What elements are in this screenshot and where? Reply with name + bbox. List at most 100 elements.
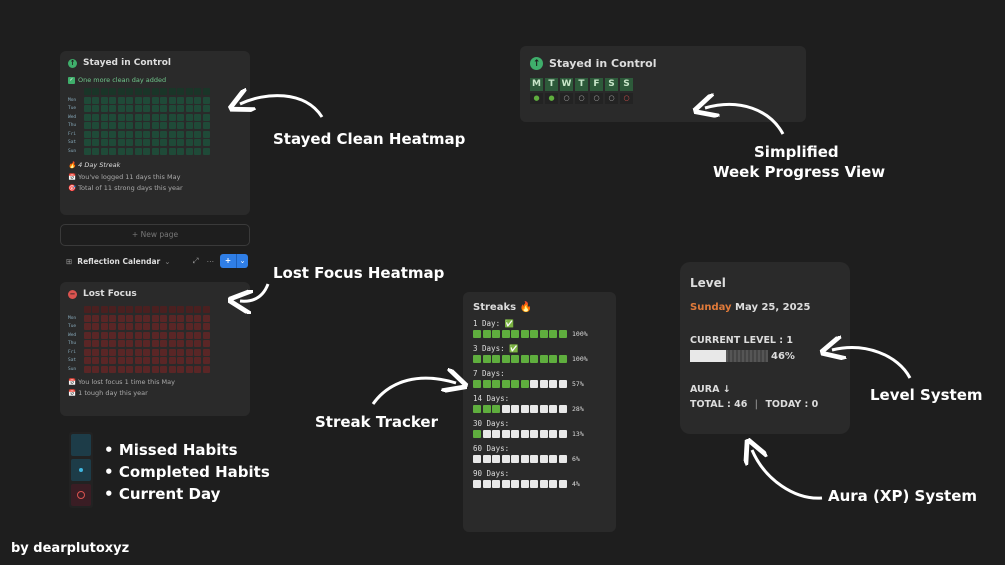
grid-cell[interactable] xyxy=(168,357,176,364)
grid-cell[interactable] xyxy=(185,357,193,364)
grid-cell[interactable] xyxy=(168,113,176,121)
grid-cell[interactable] xyxy=(126,122,133,129)
grid-cell[interactable] xyxy=(134,314,142,322)
grid-cell[interactable] xyxy=(202,147,210,155)
grid-cell[interactable] xyxy=(134,130,142,138)
grid-cell[interactable] xyxy=(109,113,116,121)
new-page-button[interactable]: + New page xyxy=(60,224,250,246)
grid-cell[interactable] xyxy=(117,105,125,112)
grid-cell[interactable] xyxy=(100,113,108,121)
grid-cell[interactable] xyxy=(177,147,184,155)
grid-cell[interactable] xyxy=(151,130,159,138)
grid-cell[interactable] xyxy=(160,130,167,138)
grid-cell[interactable] xyxy=(92,130,99,138)
grid-cell[interactable] xyxy=(100,365,108,373)
grid-cell[interactable] xyxy=(117,365,125,373)
grid-cell[interactable] xyxy=(168,105,176,112)
grid-cell[interactable] xyxy=(100,314,108,322)
grid-cell[interactable] xyxy=(194,147,201,155)
grid-cell[interactable] xyxy=(92,113,99,121)
grid-cell[interactable] xyxy=(177,340,184,347)
grid-cell[interactable] xyxy=(100,147,108,155)
grid-cell[interactable] xyxy=(83,365,91,373)
grid-cell[interactable] xyxy=(177,348,184,356)
grid-cell[interactable] xyxy=(92,348,99,356)
grid-cell[interactable] xyxy=(92,365,99,373)
grid-cell[interactable] xyxy=(185,323,193,330)
grid-cell[interactable] xyxy=(160,122,167,129)
grid-cell[interactable] xyxy=(117,122,125,129)
grid-cell[interactable] xyxy=(202,130,210,138)
grid-cell[interactable] xyxy=(177,105,184,112)
grid-cell[interactable] xyxy=(100,348,108,356)
grid-cell[interactable] xyxy=(194,323,201,330)
grid-cell[interactable] xyxy=(143,340,150,347)
grid-cell[interactable] xyxy=(194,314,201,322)
grid-cell[interactable] xyxy=(143,122,150,129)
grid-cell[interactable] xyxy=(143,314,150,322)
grid-cell[interactable] xyxy=(117,96,125,104)
grid-cell[interactable] xyxy=(126,139,133,146)
grid-cell[interactable] xyxy=(92,139,99,146)
grid-cell[interactable] xyxy=(185,139,193,146)
grid-cell[interactable] xyxy=(117,139,125,146)
grid-cell[interactable] xyxy=(202,340,210,347)
grid-cell[interactable] xyxy=(160,348,167,356)
grid-cell[interactable] xyxy=(109,122,116,129)
grid-cell[interactable] xyxy=(160,365,167,373)
grid-cell[interactable] xyxy=(100,340,108,347)
grid-cell[interactable] xyxy=(185,348,193,356)
grid-cell[interactable] xyxy=(83,357,91,364)
grid-cell[interactable] xyxy=(126,147,133,155)
grid-cell[interactable] xyxy=(177,113,184,121)
grid-cell[interactable] xyxy=(151,348,159,356)
grid-cell[interactable] xyxy=(83,113,91,121)
grid-cell[interactable] xyxy=(143,331,150,339)
grid-cell[interactable] xyxy=(109,96,116,104)
grid-cell[interactable] xyxy=(202,323,210,330)
grid-cell[interactable] xyxy=(134,147,142,155)
grid-cell[interactable] xyxy=(202,122,210,129)
grid-cell[interactable] xyxy=(109,314,116,322)
grid-cell[interactable] xyxy=(151,147,159,155)
grid-cell[interactable] xyxy=(151,331,159,339)
grid-cell[interactable] xyxy=(143,113,150,121)
grid-cell[interactable] xyxy=(83,331,91,339)
grid-cell[interactable] xyxy=(143,323,150,330)
grid-cell[interactable] xyxy=(202,365,210,373)
grid-cell[interactable] xyxy=(194,122,201,129)
grid-cell[interactable] xyxy=(92,122,99,129)
grid-cell[interactable] xyxy=(126,130,133,138)
grid-cell[interactable] xyxy=(177,323,184,330)
grid-cell[interactable] xyxy=(100,323,108,330)
grid-cell[interactable] xyxy=(92,331,99,339)
grid-cell[interactable] xyxy=(100,105,108,112)
grid-cell[interactable] xyxy=(194,365,201,373)
grid-cell[interactable] xyxy=(92,147,99,155)
grid-cell[interactable] xyxy=(151,122,159,129)
grid-cell[interactable] xyxy=(109,105,116,112)
grid-cell[interactable] xyxy=(202,105,210,112)
grid-cell[interactable] xyxy=(194,331,201,339)
grid-cell[interactable] xyxy=(100,331,108,339)
grid-cell[interactable] xyxy=(83,314,91,322)
grid-cell[interactable] xyxy=(126,323,133,330)
grid-cell[interactable] xyxy=(92,314,99,322)
grid-cell[interactable] xyxy=(185,105,193,112)
grid-cell[interactable] xyxy=(83,348,91,356)
more-icon[interactable]: ⋯ xyxy=(206,256,215,266)
grid-cell[interactable] xyxy=(185,96,193,104)
grid-cell[interactable] xyxy=(100,122,108,129)
grid-cell[interactable] xyxy=(202,331,210,339)
grid-cell[interactable] xyxy=(151,139,159,146)
grid-cell[interactable] xyxy=(117,314,125,322)
grid-cell[interactable] xyxy=(202,357,210,364)
grid-cell[interactable] xyxy=(134,113,142,121)
grid-cell[interactable] xyxy=(160,323,167,330)
grid-cell[interactable] xyxy=(117,357,125,364)
grid-cell[interactable] xyxy=(168,340,176,347)
grid-cell[interactable] xyxy=(177,139,184,146)
grid-cell[interactable] xyxy=(109,139,116,146)
grid-cell[interactable] xyxy=(109,348,116,356)
grid-cell[interactable] xyxy=(109,147,116,155)
